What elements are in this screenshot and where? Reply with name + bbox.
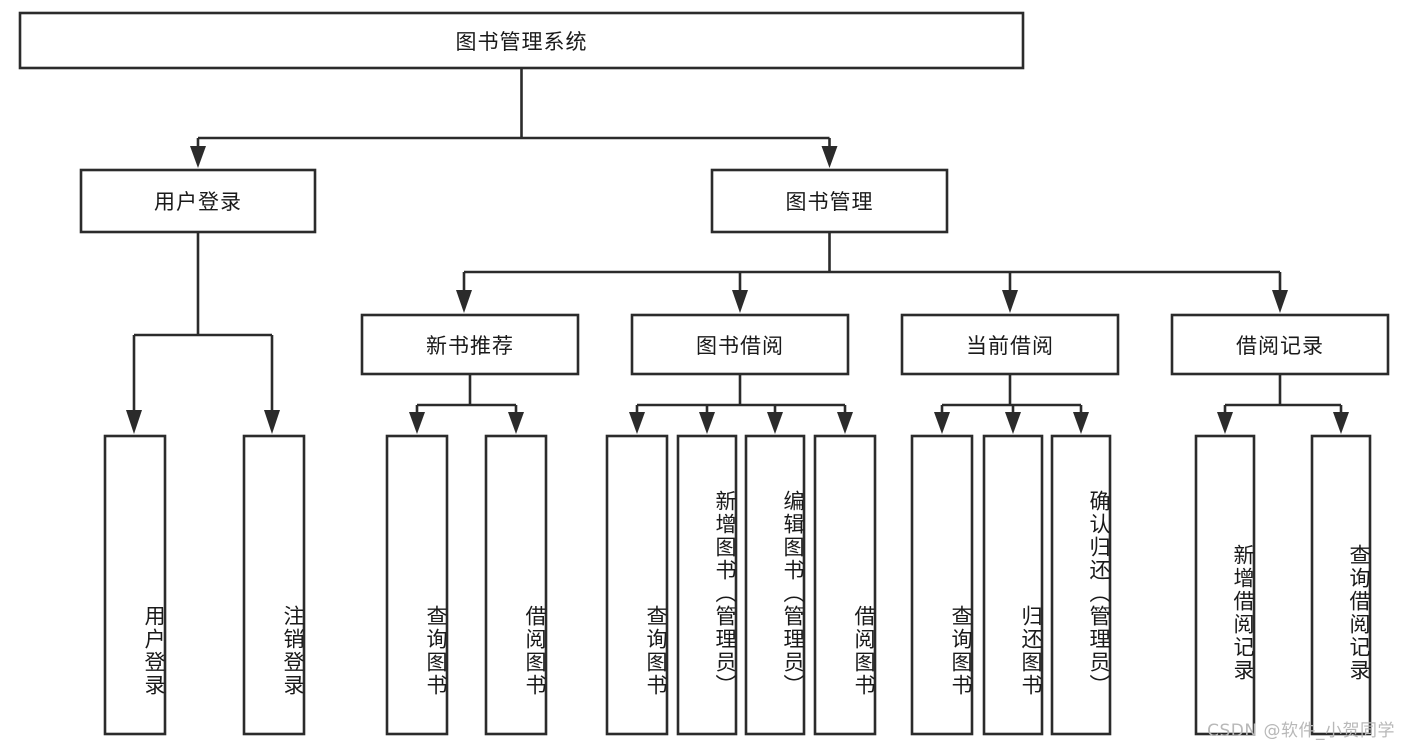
arrow-leaf-user-login [126, 410, 142, 434]
node-box-leaf-logout[interactable] [242, 434, 306, 736]
node-box-leaf-add-record[interactable] [1194, 434, 1256, 736]
arrow-leaf-borrow-book [837, 412, 853, 434]
arrow-new-book-rec [456, 290, 472, 313]
node-box-leaf-query-book-rec[interactable] [385, 434, 449, 736]
arrow-leaf-confirm-return [1073, 412, 1089, 434]
node-box-leaf-query-book-cur[interactable] [910, 434, 974, 736]
connector-borrow-record-to-leaves [1217, 374, 1349, 434]
connector-root-to-level2 [190, 68, 838, 168]
arrow-leaf-query-book-cur [934, 412, 950, 434]
arrow-leaf-edit-book [767, 412, 783, 434]
arrow-leaf-return-book [1005, 412, 1021, 434]
node-box-leaf-borrow-book[interactable] [813, 434, 877, 736]
node-box-root[interactable] [18, 11, 1025, 70]
connector-book-manage-to-level3 [456, 232, 1288, 313]
node-box-leaf-query-record[interactable] [1310, 434, 1372, 736]
arrow-book-borrow [732, 290, 748, 313]
arrow-leaf-borrow-book-rec [508, 412, 524, 434]
node-box-book-manage[interactable] [710, 168, 949, 234]
arrow-current-borrow [1002, 290, 1018, 313]
node-box-current-borrow[interactable] [900, 313, 1120, 376]
node-box-leaf-borrow-book-rec[interactable] [484, 434, 548, 736]
arrow-user-login [190, 146, 206, 168]
arrow-leaf-add-book [699, 412, 715, 434]
node-box-leaf-add-book[interactable] [676, 434, 738, 736]
node-box-leaf-user-login[interactable] [103, 434, 167, 736]
connector-book-borrow-to-leaves [629, 374, 853, 434]
node-box-leaf-return-book[interactable] [982, 434, 1044, 736]
arrow-leaf-add-record [1217, 412, 1233, 434]
connector-user-login-to-leaves [126, 232, 280, 434]
node-box-leaf-query-book-borrow[interactable] [605, 434, 669, 736]
node-box-user-login[interactable] [79, 168, 317, 234]
arrow-leaf-query-record [1333, 412, 1349, 434]
node-box-new-book-rec[interactable] [360, 313, 580, 376]
node-box-book-borrow[interactable] [630, 313, 850, 376]
arrow-leaf-query-book-borrow [629, 412, 645, 434]
node-box-leaf-confirm-return[interactable] [1050, 434, 1112, 736]
arrow-book-manage [821, 146, 838, 168]
connector-new-book-rec-to-leaves [409, 374, 524, 434]
arrow-leaf-query-book-rec [409, 412, 425, 434]
arrow-borrow-record [1272, 290, 1288, 313]
node-box-borrow-record[interactable] [1170, 313, 1390, 376]
arrow-leaf-logout [264, 410, 280, 434]
node-box-leaf-edit-book[interactable] [744, 434, 806, 736]
connector-current-borrow-to-leaves [934, 374, 1089, 434]
